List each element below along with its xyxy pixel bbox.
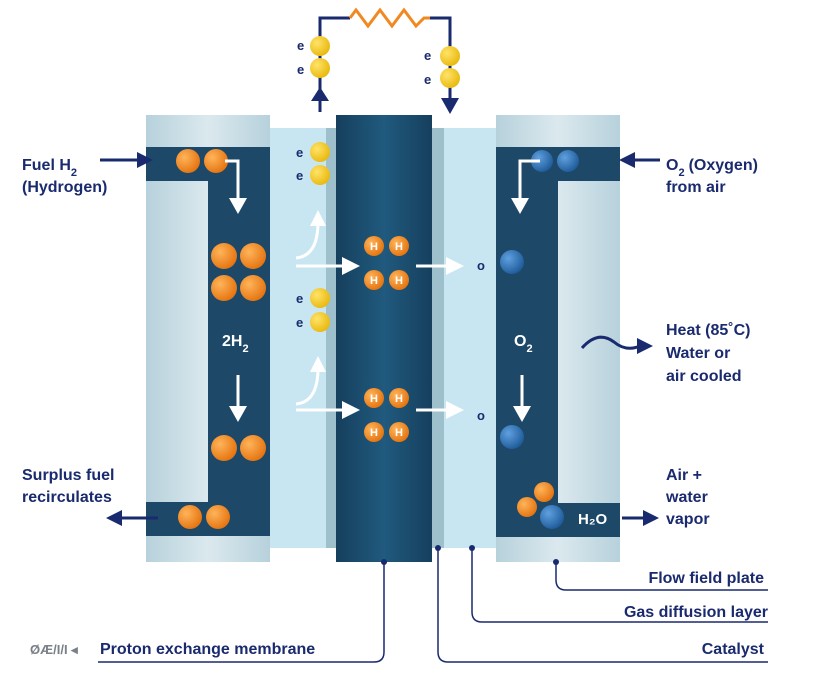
svg-text:H: H (370, 241, 378, 253)
gas-diffusion-layer-label: Gas diffusion layer (624, 604, 768, 621)
proton-exchange-membrane-label: Proton exchange membrane (100, 641, 315, 658)
svg-text:e: e (424, 72, 431, 87)
svg-text:e: e (296, 315, 303, 330)
anode-gas-diffusion-layer (270, 128, 328, 548)
fuel-label-line2: (Hydrogen) (22, 179, 107, 196)
svg-text:o: o (477, 258, 485, 273)
svg-text:H: H (395, 241, 403, 253)
svg-text:H: H (395, 275, 403, 287)
oxygen-molecules: o o (477, 150, 579, 529)
cathode-gas-diffusion-layer (444, 128, 496, 548)
resistor-icon (348, 7, 430, 29)
circuit-down-arrow-icon (441, 98, 459, 114)
cathode-catalyst (432, 128, 444, 548)
oxygen-label-line2: from air (666, 179, 726, 196)
air-label-line2: water (665, 489, 708, 506)
watermark: ØÆ/I/I ◂ (30, 642, 78, 657)
svg-text:e: e (297, 38, 304, 53)
svg-text:H: H (370, 275, 378, 287)
circuit-electrons-left: e e (297, 36, 330, 78)
svg-text:e: e (297, 62, 304, 77)
surplus-label-line2: recirculates (22, 489, 112, 506)
svg-text:H: H (395, 427, 403, 439)
heat-label-line3: air cooled (666, 368, 742, 385)
cathode-flow-arrows (511, 159, 540, 422)
h2o-label: H₂O (578, 511, 607, 528)
anode-catalyst (326, 128, 336, 548)
oxygen-label: O2(Oxygen) (666, 157, 758, 179)
svg-text:o: o (477, 408, 485, 423)
circuit-up-arrow-icon (311, 87, 329, 112)
leader-dots (381, 545, 559, 565)
svg-text:H: H (395, 393, 403, 405)
svg-text:H: H (370, 427, 378, 439)
protons-upper: H H H H (364, 236, 409, 290)
heat-label-line1: Heat (85˚C) (666, 322, 750, 339)
h2-channel-label: 2H2 (222, 333, 249, 355)
svg-text:e: e (424, 48, 431, 63)
fuel-in-arrow-icon (100, 152, 153, 168)
oxygen-in-arrow-icon (619, 152, 660, 168)
o2-channel-label: O2 (514, 333, 533, 355)
leader-lines (98, 548, 768, 663)
surplus-label-line1: Surplus fuel (22, 467, 114, 484)
anode-electrons-lower: e e (296, 288, 330, 332)
water-out-arrow-icon (622, 510, 659, 526)
proton-transfer-arrows (296, 257, 464, 419)
surplus-out-arrow-icon (106, 510, 158, 526)
electron-release-arrows (295, 210, 326, 406)
anode-flow-arrows (225, 159, 247, 422)
svg-text:H: H (370, 393, 378, 405)
protons-lower: H H H H (364, 388, 409, 442)
fuel-label: Fuel H2 (22, 157, 77, 179)
left-flow-field-plate (146, 115, 270, 562)
heat-label-line2: Water or (666, 345, 730, 362)
flow-field-plate-label: Flow field plate (648, 570, 764, 587)
membrane (336, 115, 432, 562)
heat-wave-icon (580, 335, 653, 354)
air-label-line1: Air + (666, 467, 702, 484)
svg-text:e: e (296, 168, 303, 183)
svg-text:e: e (296, 291, 303, 306)
circuit-electrons-right: e e (424, 46, 460, 88)
air-label-line3: vapor (666, 511, 710, 528)
svg-text:e: e (296, 145, 303, 160)
anode-electrons-upper: e e (296, 142, 330, 185)
hydrogen-molecules (176, 149, 266, 529)
catalyst-label: Catalyst (702, 641, 765, 658)
